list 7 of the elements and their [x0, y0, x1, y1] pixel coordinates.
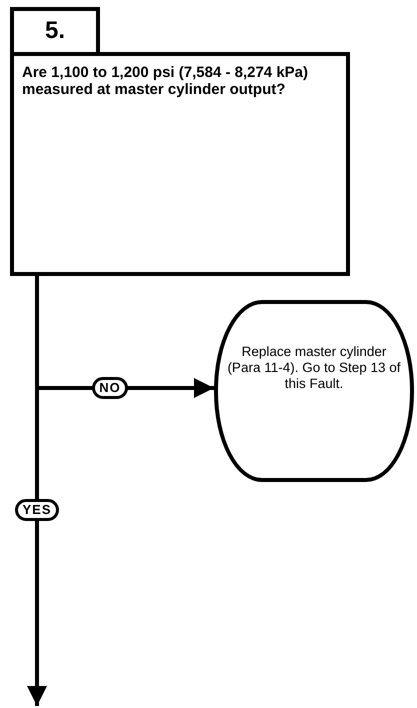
connector-arrow [27, 276, 47, 706]
edge-label: YES [15, 499, 58, 521]
decision-box [10, 52, 350, 276]
edge-label: NO [92, 377, 128, 399]
action-text: Replace master cylinder (Para 11-4). Go to Step 13 of this Fault. [226, 344, 402, 392]
step-number: 5. [44, 17, 66, 45]
question-text: Are 1,100 to 1,200 psi (7,584 - 8,274 kPa) measured at master cylinder output? [22, 64, 310, 98]
